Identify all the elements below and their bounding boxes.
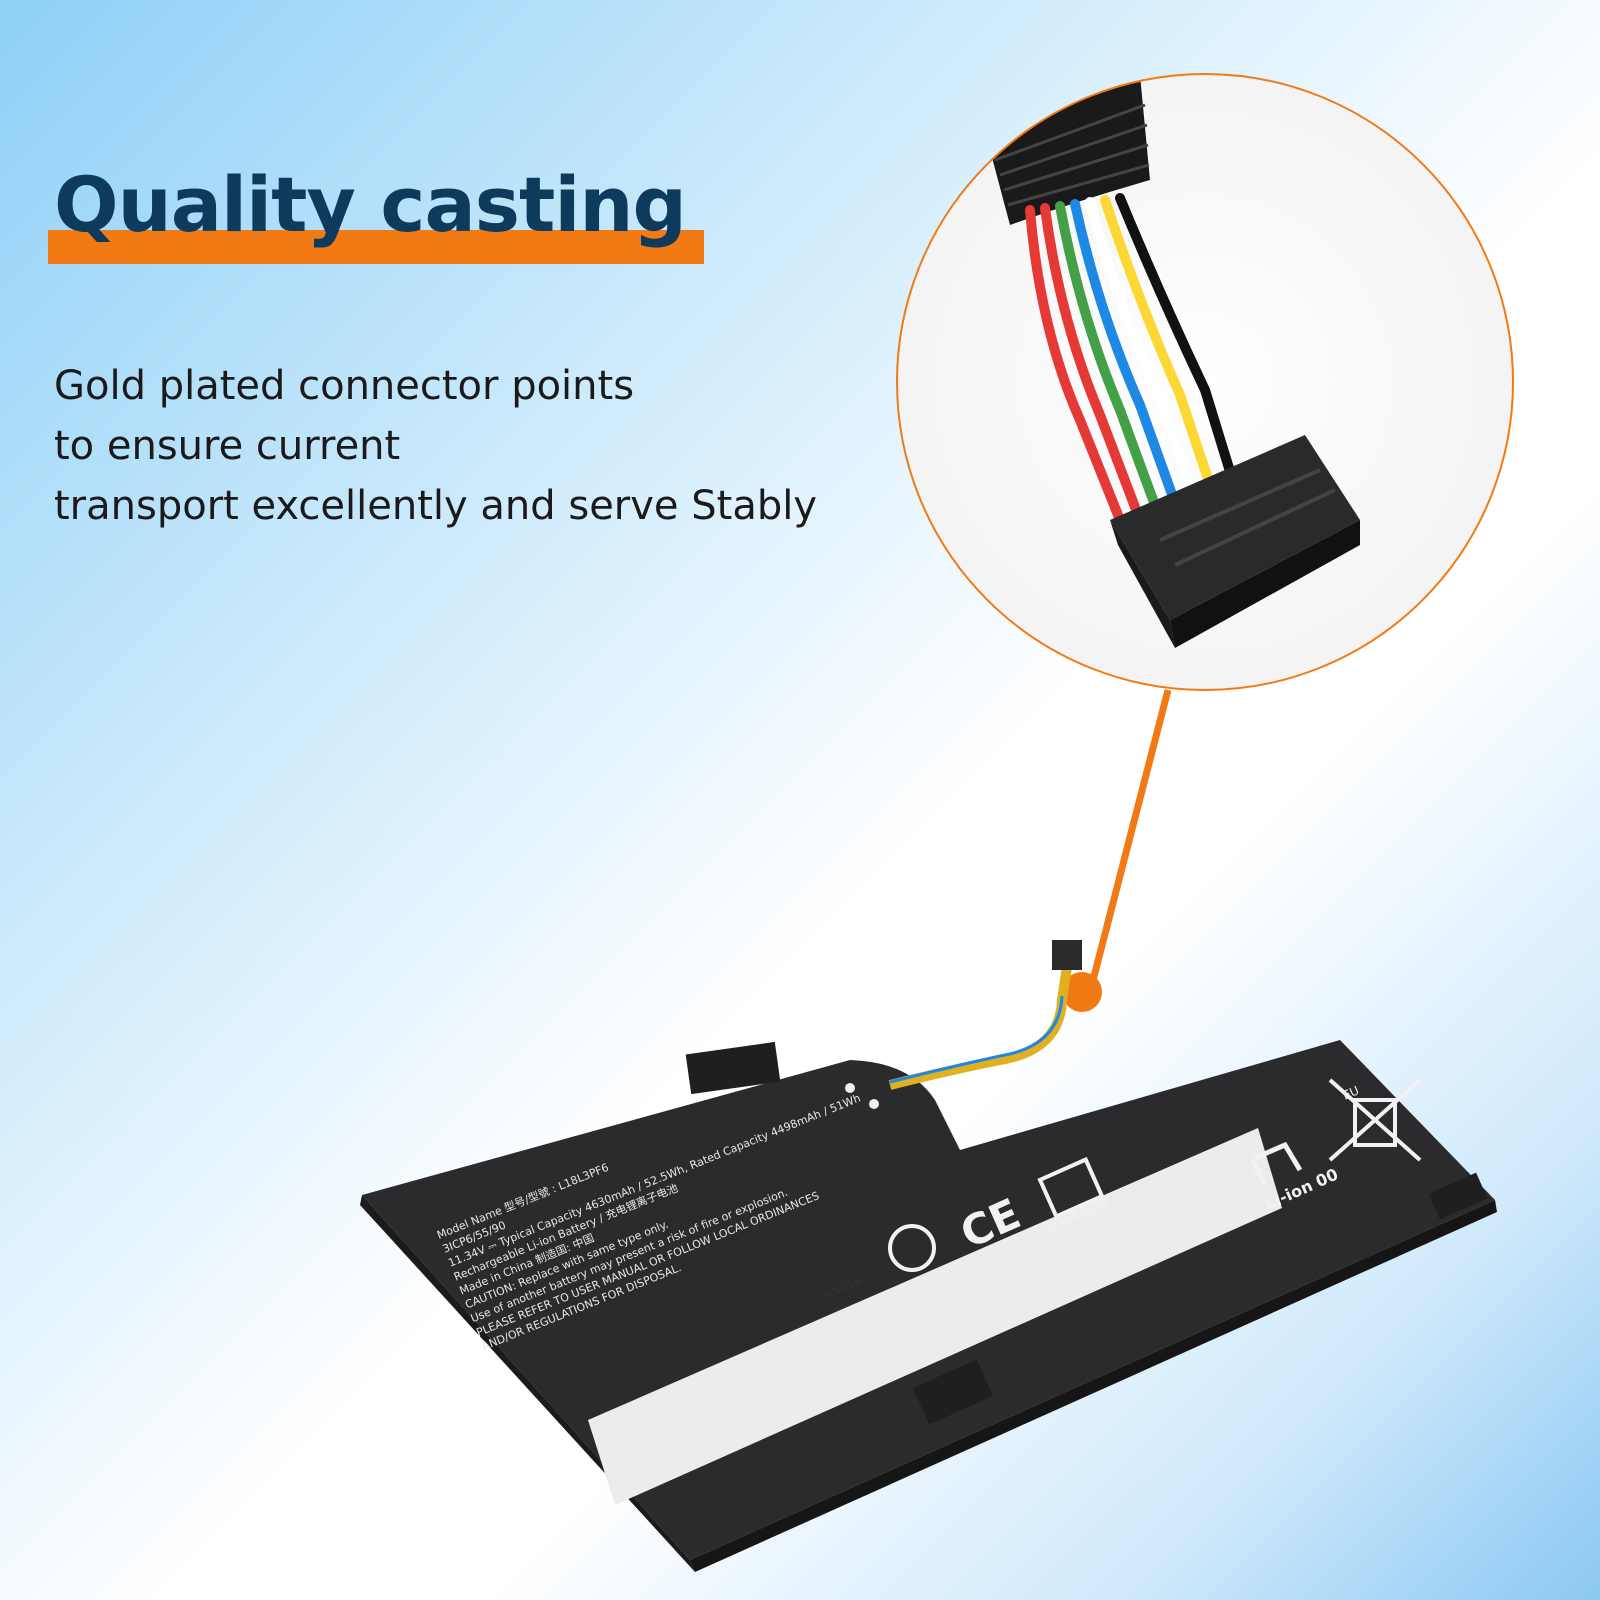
eu-label: EU bbox=[1341, 1083, 1362, 1102]
description-line: Gold plated connector points bbox=[54, 363, 635, 409]
colored-wires bbox=[1025, 193, 1237, 525]
recycle-5-icon bbox=[888, 1224, 936, 1272]
battery-mount-tab bbox=[912, 1359, 994, 1425]
screw-hole bbox=[869, 1099, 879, 1109]
connector-zoom-circle bbox=[896, 73, 1514, 691]
battery-warning-label bbox=[588, 1128, 1282, 1505]
connector-housing bbox=[1110, 435, 1360, 648]
description-line: transport excellently and serve Stably bbox=[54, 483, 818, 529]
china-recycling-icon bbox=[1037, 1156, 1105, 1220]
battery-mount-tab bbox=[1428, 1172, 1488, 1220]
battery-pack: Model Name 型号/型號 : L18L3PF6 3ICP6/55/90 … bbox=[360, 940, 1497, 1572]
headline-block: Quality casting bbox=[48, 160, 708, 270]
weee-bin-icon bbox=[1328, 1078, 1422, 1162]
battery-mount-tab bbox=[685, 1041, 781, 1095]
callout-leader-line bbox=[1086, 689, 1172, 993]
recycle-arrows-icon bbox=[1249, 1141, 1303, 1187]
description-text: Gold plated connector points to ensure c… bbox=[54, 356, 817, 536]
callout-dot bbox=[1062, 972, 1102, 1012]
description-line: to ensure current bbox=[54, 423, 401, 469]
screw-hole bbox=[845, 1083, 855, 1093]
headline-underline-bar bbox=[48, 230, 704, 264]
battery-cable bbox=[888, 959, 1073, 1090]
headline-title: Quality casting bbox=[54, 160, 687, 249]
